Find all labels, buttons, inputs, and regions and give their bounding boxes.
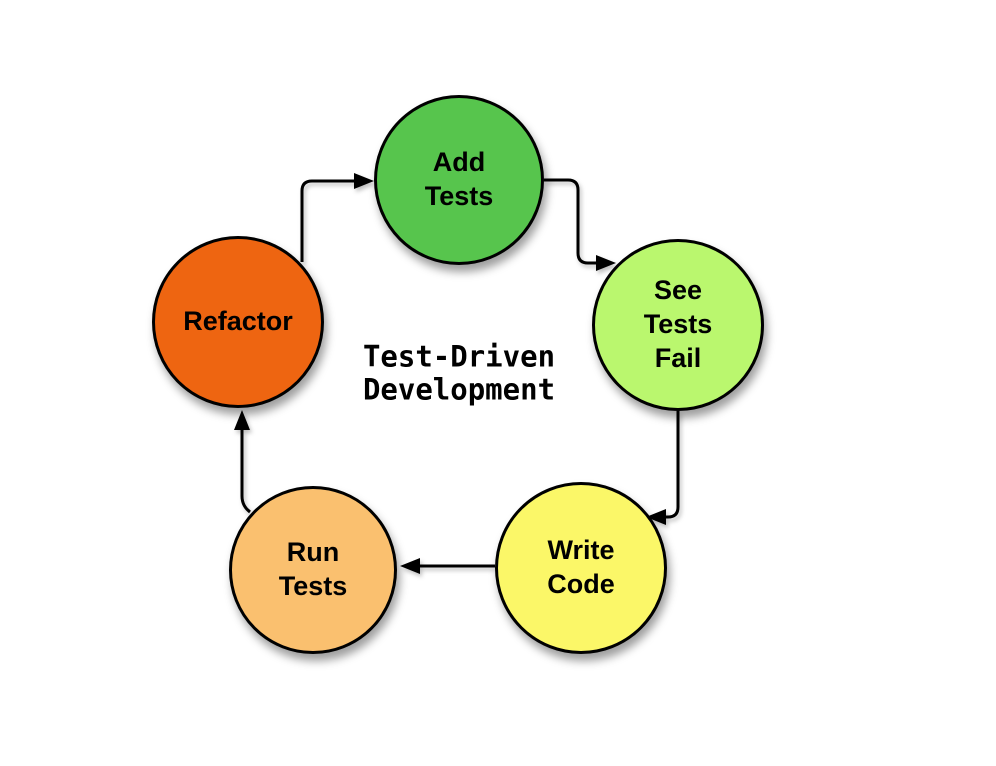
node-add-tests: Add Tests xyxy=(374,95,544,265)
node-label-write-code: Write Code xyxy=(547,535,615,599)
node-label-see-tests-fail: See Tests Fail xyxy=(643,275,713,373)
arrow-run-tests-to-refactor xyxy=(234,410,251,514)
node-see-tests-fail: See Tests Fail xyxy=(592,239,764,411)
arrow-refactor-to-add-tests xyxy=(300,173,374,262)
node-label-add-tests: Add Tests xyxy=(424,147,494,211)
node-write-code: Write Code xyxy=(495,482,667,654)
node-refactor: Refactor xyxy=(152,236,324,408)
node-run-tests: Run Tests xyxy=(229,486,397,654)
node-label-refactor: Refactor xyxy=(183,306,293,337)
arrow-see-tests-fail-to-write-code xyxy=(646,411,680,525)
arrow-add-tests-to-see-tests-fail xyxy=(544,178,616,271)
diagram-title: Test-Driven Development xyxy=(362,339,556,407)
node-label-run-tests: Run Tests xyxy=(278,537,348,601)
